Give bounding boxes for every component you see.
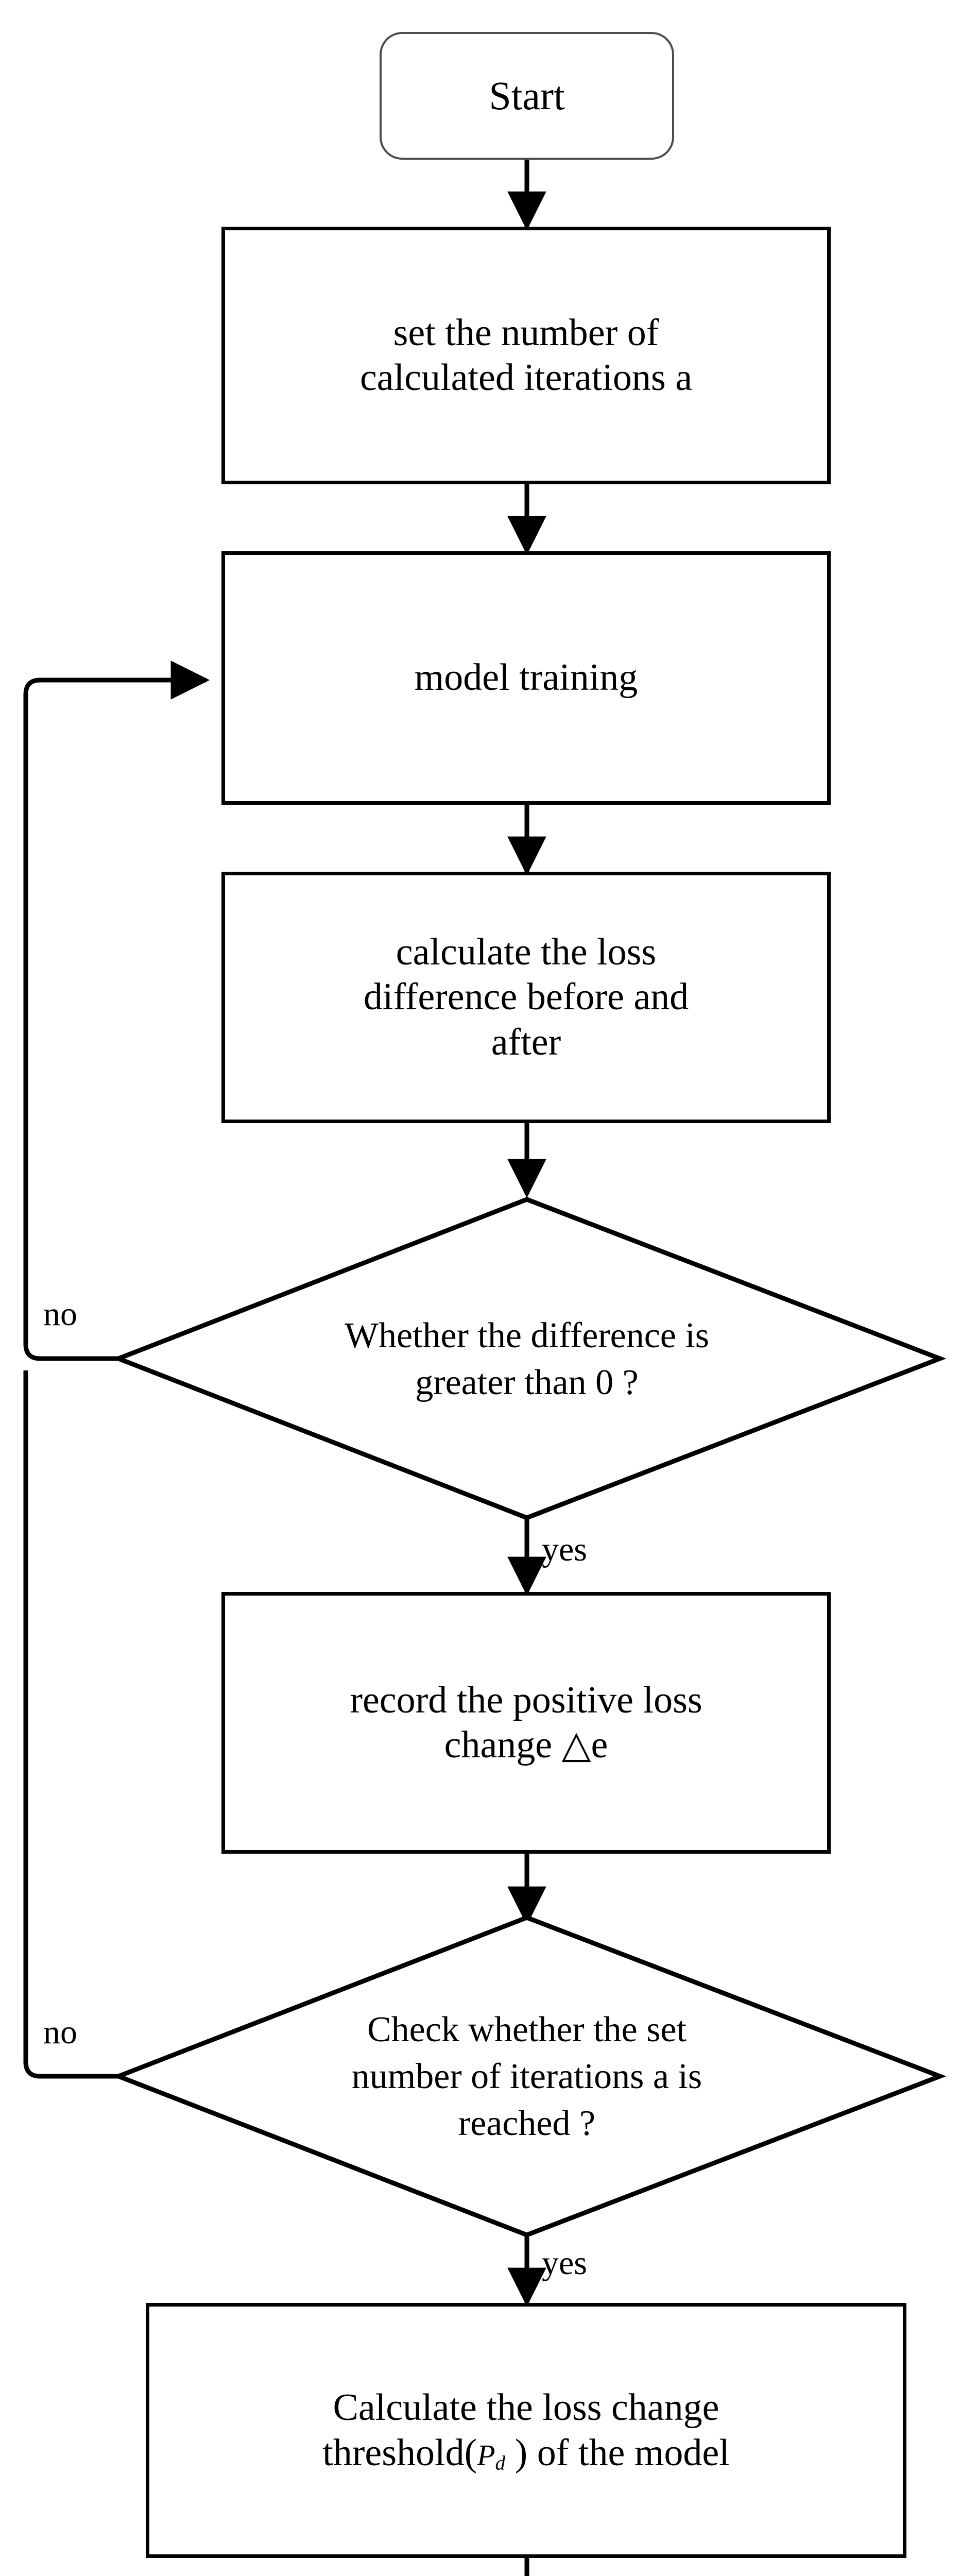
node-set-iterations-label: set the number of calculated iterations … xyxy=(359,311,693,399)
node-calculate-threshold-symbol: Pd xyxy=(477,2439,506,2475)
edge-label-difference-no: no xyxy=(43,1295,77,1333)
edge-label-iterations-yes: yes xyxy=(542,2244,587,2282)
node-set-iterations[interactable]: set the number of calculated iterations … xyxy=(221,227,831,484)
decision-iterations-shape xyxy=(112,1915,947,2238)
node-iterations-reached[interactable]: Check whether the set number of iteratio… xyxy=(213,1941,841,2211)
edge-label-iterations-no: no xyxy=(43,2013,77,2051)
node-model-training-label: model training xyxy=(414,656,638,699)
node-difference-greater-than-zero-label: Whether the difference is greater than 0… xyxy=(344,1316,710,1402)
edge-label-difference-yes: yes xyxy=(542,1531,587,1568)
decision-difference-shape xyxy=(112,1197,947,1520)
node-start[interactable]: Start xyxy=(380,32,674,160)
node-calculate-threshold-symbol-base: P xyxy=(477,2439,495,2472)
node-start-label: Start xyxy=(489,73,565,118)
node-difference-greater-than-zero[interactable]: Whether the difference is greater than 0… xyxy=(213,1241,841,1478)
node-iterations-reached-label: Check whether the set number of iteratio… xyxy=(351,2009,702,2143)
node-record-positive-loss-change[interactable]: record the positive loss change △e xyxy=(221,1592,831,1854)
node-model-training[interactable]: model training xyxy=(221,551,831,805)
node-calculate-threshold-symbol-subscript: d xyxy=(495,2452,506,2475)
edge-decision-difference-no-loopback xyxy=(23,660,210,1361)
node-calculate-loss-difference-label: calculate the loss difference before and… xyxy=(363,931,689,1063)
node-calculate-threshold-line2-before: threshold( xyxy=(322,2431,477,2474)
edge-decision-iterations-no-loopback xyxy=(23,1370,118,2079)
node-calculate-threshold-line1: Calculate the loss change xyxy=(333,2386,719,2429)
node-record-positive-loss-change-label: record the positive loss change △e xyxy=(350,1679,702,1766)
node-calculate-threshold-line2-after: ) of the model xyxy=(505,2431,730,2474)
node-calculate-loss-difference[interactable]: calculate the loss difference before and… xyxy=(221,872,831,1123)
